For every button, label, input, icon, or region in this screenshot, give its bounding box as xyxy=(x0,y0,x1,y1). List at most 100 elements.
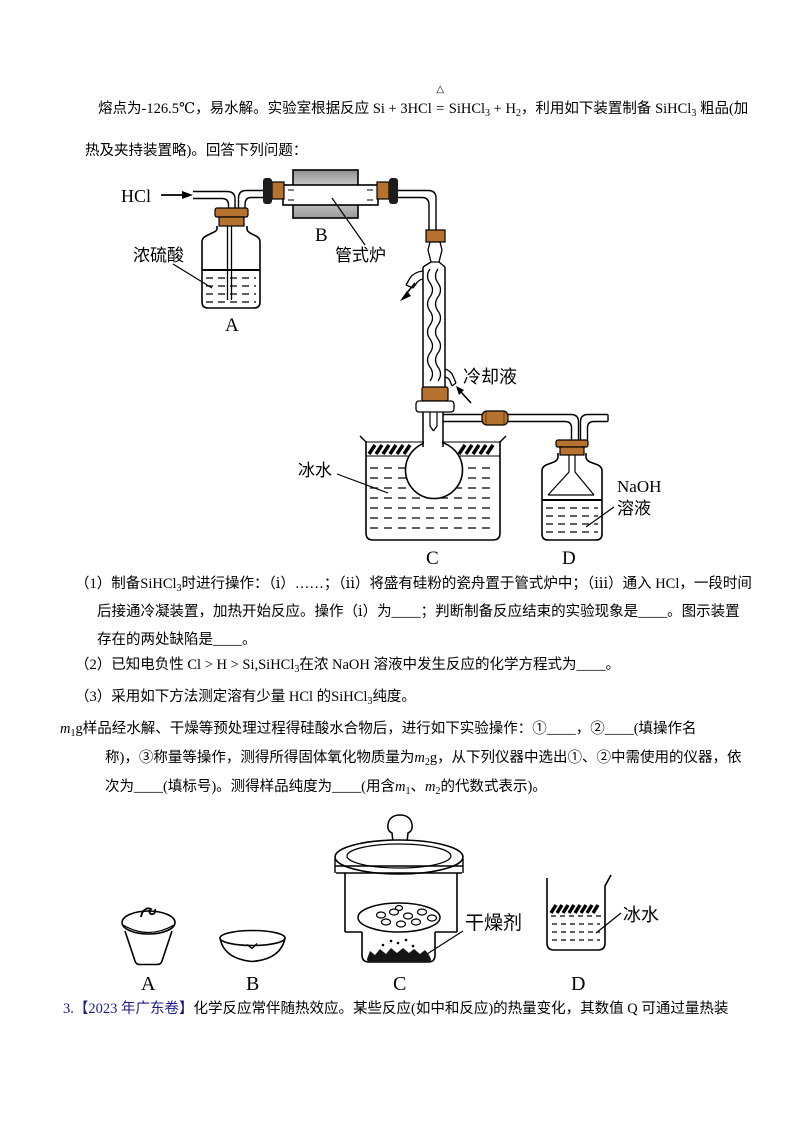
mass-m1: m xyxy=(60,721,71,737)
tube-furnace-label: 管式炉 xyxy=(335,246,386,265)
intro-line-1: 熔点为-126.5℃，易水解。实验室根据反应 Si + 3HCl△=SiHCl3… xyxy=(98,85,749,121)
q2023-text: 化学反应常伴随热效应。某些反应(如中和反应)的热量变化，其数值 Q 可通过量热装 xyxy=(193,1001,729,1017)
q1-text: 后接通冷凝装置，加热开始反应。操作（ⅰ）为____；判断制备反应结束的实验现象是… xyxy=(97,604,740,620)
formula-sihcl3: SiHCl xyxy=(140,576,177,592)
instrument-label-b: B xyxy=(246,973,259,995)
instrument-label-a: A xyxy=(141,973,156,995)
condenser-top-cork xyxy=(425,229,446,243)
gas-washing-bottle-a xyxy=(201,207,261,309)
clamp-ring-left xyxy=(263,178,272,204)
q3-text: 纯度。 xyxy=(372,689,416,705)
question-3: （3）采用如下方法测定溶有少量 HCl 的SiHCl3纯度。 xyxy=(75,683,416,711)
crucible-a xyxy=(121,907,176,966)
ice-water-pointer xyxy=(336,473,389,494)
subscript: 3 xyxy=(691,108,697,119)
instrument-label-d: D xyxy=(571,973,585,995)
mpara-text: 的代数式表示)。 xyxy=(440,779,547,795)
ice-water-beaker-d xyxy=(546,874,612,951)
water-dashes-d xyxy=(551,915,601,941)
inverted-funnel xyxy=(547,454,595,496)
coolant-in-arrow xyxy=(456,386,472,404)
ice-hatch-d xyxy=(549,904,600,914)
q3-number: （3） xyxy=(75,689,112,705)
preparation-apparatus-diagram: HCl 浓硫酸 A xyxy=(121,169,661,569)
apparatus-label-c: C xyxy=(426,548,439,569)
coolant-out-arrow xyxy=(400,282,416,301)
mpara-line-3: 次为____(填标号)。测得样品纯度为____(用含m1、m2的代数式表示)。 xyxy=(105,773,742,802)
apparatus-label-d: D xyxy=(562,548,576,569)
mpara-text: 称)，③称量等操作，测得所得固体氧化物质量为 xyxy=(105,750,415,766)
furnace-to-condenser-tube xyxy=(398,189,437,230)
cork-stopper-d xyxy=(555,439,589,448)
desiccator-c xyxy=(334,814,464,963)
equation-rhs2: + H xyxy=(490,101,516,117)
intro-text-mid: ，利用如下装置制备 xyxy=(520,101,656,117)
q2-text: 已知电负性 Cl > H > Si,SiHCl xyxy=(111,657,295,673)
furnace-cork-right xyxy=(376,181,390,200)
tube-furnace-b xyxy=(263,169,398,219)
flask-to-d-tube xyxy=(443,413,609,441)
equation-lhs: Si + 3HCl xyxy=(372,101,432,117)
mpara-text: g，从下列仪器中选出①、②中需使用的仪器，依 xyxy=(429,750,742,766)
naoh-label-line1: NaOH xyxy=(617,477,661,496)
q2-line: （2）已知电负性 Cl > H > Si,SiHCl3在浓 NaOH 溶液中发生… xyxy=(75,651,620,679)
question-3-2023: 3.【2023 年广东卷】化学反应常伴随热效应。某些反应(如中和反应)的热量变化… xyxy=(63,997,728,1021)
q1-text: 时进行操作：（ⅰ）……；（ⅱ）将盛有硅粉的瓷舟置于管式炉中；（ⅲ）通入 HCl，… xyxy=(181,576,752,592)
question-1: （1）制备SiHCl3时进行操作：（ⅰ）……；（ⅱ）将盛有硅粉的瓷舟置于管式炉中… xyxy=(75,570,752,654)
purity-procedure-paragraph: m1g样品经水解、干燥等预处理过程得硅酸水合物后，进行如下实验操作：①____，… xyxy=(60,715,742,802)
subscript: 2 xyxy=(435,786,441,797)
subscript: 1 xyxy=(405,786,411,797)
desiccant-label: 干燥剂 xyxy=(465,912,522,934)
mass-m1: m xyxy=(395,779,406,795)
q1-line-2: 后接通冷凝装置，加热开始反应。操作（ⅰ）为____；判断制备反应结束的实验现象是… xyxy=(97,598,752,626)
q2-number: （2） xyxy=(75,657,112,673)
mpara-text: 、 xyxy=(410,779,425,795)
q3-text: 采用如下方法测定溶有少量 HCl 的SiHCl xyxy=(111,689,368,705)
instrument-label-c: C xyxy=(393,973,406,995)
desiccator-knob xyxy=(387,814,413,843)
q2023-number: 3. xyxy=(63,1001,74,1017)
subscript: 3 xyxy=(176,583,182,594)
instruments-diagram: A B xyxy=(121,814,659,995)
mpara-text: g样品经水解、干燥等预处理过程得硅酸水合物后，进行如下实验操作：①____，②_… xyxy=(75,721,697,737)
apparatus-label-a: A xyxy=(225,315,239,336)
subscript: 1 xyxy=(70,728,76,739)
desiccant-granules xyxy=(367,948,431,962)
hcl-label: HCl xyxy=(121,186,151,206)
clamp-ring-right xyxy=(389,178,398,204)
furnace-cork-left xyxy=(271,181,285,200)
ice-water-dashes xyxy=(370,467,496,529)
formula-sihcl3: SiHCl xyxy=(655,101,692,117)
subscript: 2 xyxy=(515,108,521,119)
acid-pointer-line xyxy=(172,263,213,289)
ice-water-pointer-2 xyxy=(595,912,622,934)
q2-text: 在浓 NaOH 溶液中发生反应的化学方程式为____。 xyxy=(299,657,620,673)
q1-line-1: （1）制备SiHCl3时进行操作：（ⅰ）……；（ⅱ）将盛有硅粉的瓷舟置于管式炉中… xyxy=(75,570,752,598)
cork-stopper-a xyxy=(214,207,249,218)
furnace-pointer-line xyxy=(331,197,366,246)
condenser-spiral xyxy=(426,268,442,382)
condenser-bottom-cork xyxy=(421,386,449,402)
rubber-connector xyxy=(481,410,509,426)
crucible-lid-handle xyxy=(140,907,157,918)
floating-ice-hatch xyxy=(367,444,495,455)
delta-symbol: △ xyxy=(436,84,445,95)
conc-sulfuric-acid-label: 浓硫酸 xyxy=(133,246,184,265)
q3-line: （3）采用如下方法测定溶有少量 HCl 的SiHCl3纯度。 xyxy=(75,683,416,711)
naoh-pointer xyxy=(585,506,615,528)
delta-over-equals: △= xyxy=(432,85,449,121)
intro-text-post: 粗品(加 xyxy=(696,101,749,117)
receiving-flask xyxy=(404,400,464,500)
question-2: （2）已知电负性 Cl > H > Si,SiHCl3在浓 NaOH 溶液中发生… xyxy=(75,651,620,679)
evaporating-dish-b xyxy=(219,929,286,963)
ice-water-label-1: 冰水 xyxy=(298,461,332,480)
condenser-outlet-arm xyxy=(405,270,424,289)
subscript: 3 xyxy=(485,108,491,119)
mass-m2: m xyxy=(414,750,425,766)
mpara-line-1: m1g样品经水解、干燥等预处理过程得硅酸水合物后，进行如下实验操作：①____，… xyxy=(60,715,742,744)
intro-line-2: 热及夹持装置略)。回答下列问题： xyxy=(85,139,307,163)
coolant-label: 冷却液 xyxy=(463,367,517,387)
bottle-a-tubing xyxy=(193,189,265,209)
equation-rhs1: SiHCl xyxy=(448,101,486,117)
